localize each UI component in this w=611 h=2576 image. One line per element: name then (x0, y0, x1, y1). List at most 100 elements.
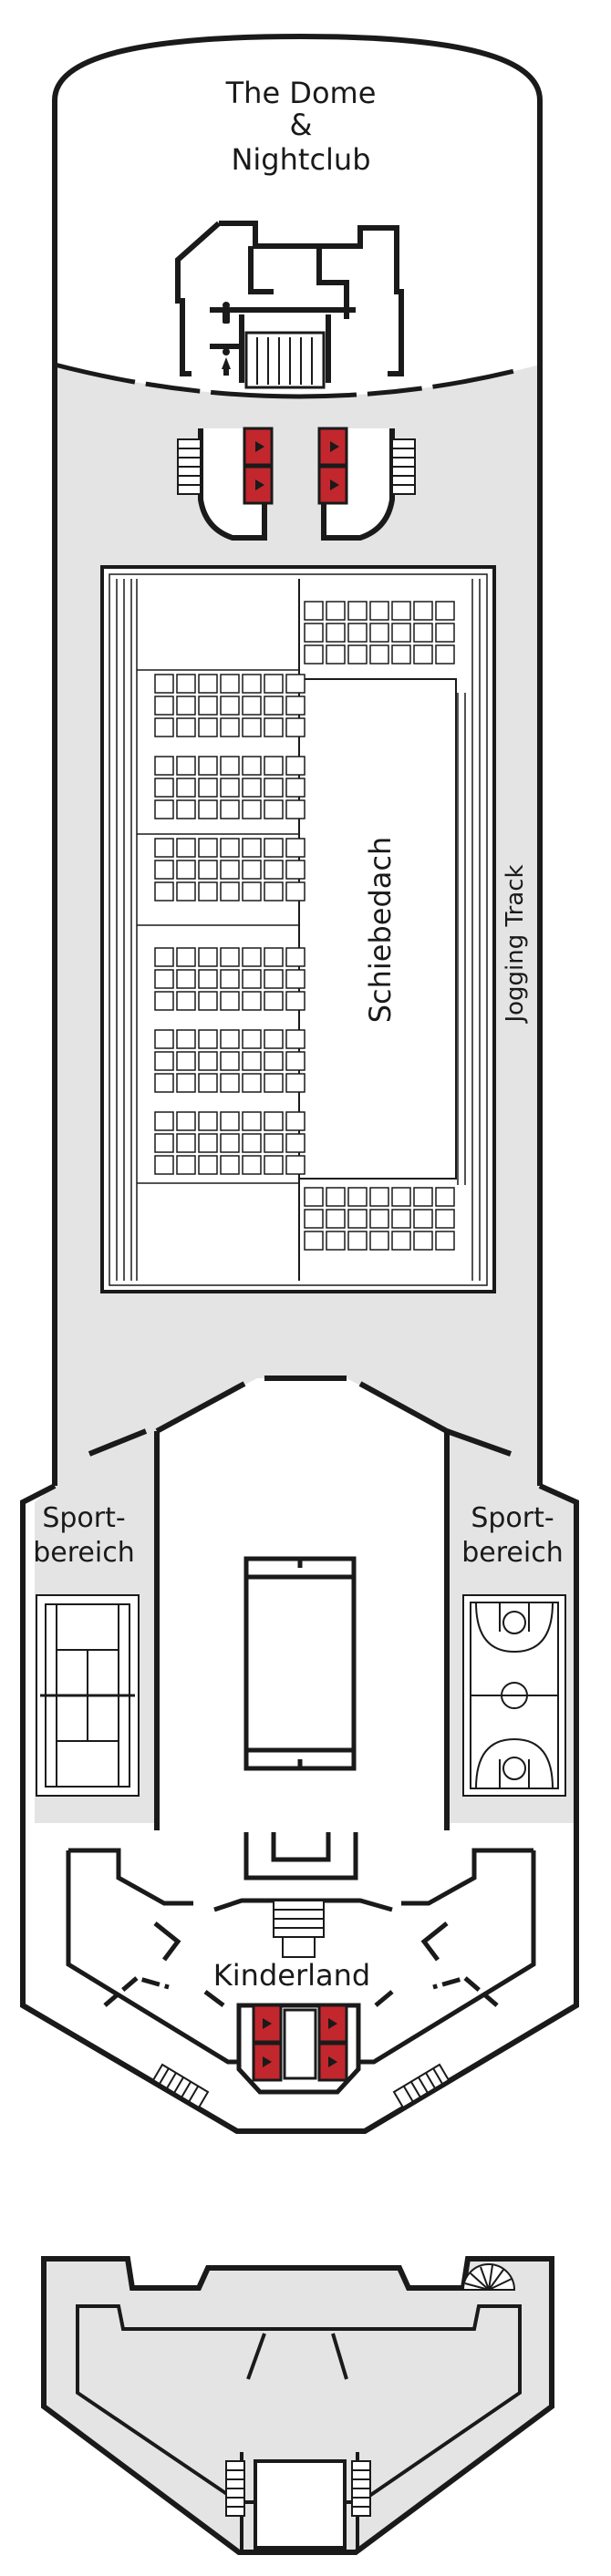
sunlounger (176, 696, 196, 716)
sunlounger (264, 1051, 284, 1071)
sunlounger (220, 947, 240, 967)
sunlounger (347, 1209, 368, 1229)
sliding-roof-label: Schiebedach (363, 837, 398, 1024)
sunlounger (326, 1231, 346, 1251)
sunlounger (326, 1187, 346, 1207)
sunlounger (285, 881, 306, 902)
sport-right-label-line2: bereich (461, 1537, 563, 1569)
sunlounger (242, 991, 262, 1011)
sunlounger (242, 1111, 262, 1131)
sunlounger (264, 717, 284, 737)
sunlounger (369, 601, 389, 621)
dome-boundary (54, 362, 541, 399)
sunlounger (220, 860, 240, 880)
sunlounger (154, 674, 174, 694)
sunlounger (176, 1155, 196, 1175)
sunlounger (176, 881, 196, 902)
kinderland-fill (23, 1830, 576, 2131)
sunlounger (264, 1111, 284, 1131)
stairs-icon (177, 438, 416, 495)
sunlounger (242, 838, 262, 858)
sport-left-label-line1: Sport- (42, 1502, 125, 1534)
sunlounger (285, 1051, 306, 1071)
sunlounger (285, 778, 306, 798)
dome-area (55, 36, 540, 397)
sunlounger (285, 1073, 306, 1093)
sunlounger (285, 969, 306, 989)
sunlounger (391, 1231, 411, 1251)
sunlounger (285, 1133, 306, 1153)
sunlounger (435, 601, 455, 621)
sunlounger (435, 1187, 455, 1207)
sunlounger (285, 674, 306, 694)
sunlounger (198, 756, 218, 776)
sunlounger (220, 881, 240, 902)
sunlounger (264, 969, 284, 989)
sunlounger (264, 1133, 284, 1153)
sunlounger (220, 1111, 240, 1131)
sunlounger (176, 799, 196, 819)
sunlounger (285, 756, 306, 776)
sunlounger (176, 838, 196, 858)
sunlounger (220, 717, 240, 737)
sunlounger (242, 799, 262, 819)
sunlounger (304, 601, 324, 621)
sunlounger (326, 1209, 346, 1229)
sunlounger (413, 644, 433, 665)
sunlounger (198, 1051, 218, 1071)
sunlounger (264, 756, 284, 776)
sunlounger (347, 1187, 368, 1207)
sunlounger (369, 644, 389, 665)
sunlounger (242, 1155, 262, 1175)
sunlounger (198, 1029, 218, 1049)
dome-service-block (175, 221, 404, 383)
sunlounger (176, 991, 196, 1011)
sunlounger (285, 717, 306, 737)
sunlounger (198, 1133, 218, 1153)
sunlounger (176, 1029, 196, 1049)
sunlounger (176, 860, 196, 880)
sunlounger (198, 947, 218, 967)
sunlounger (285, 947, 306, 967)
sunlounger (242, 1133, 262, 1153)
sunlounger (198, 778, 218, 798)
sunlounger (154, 1133, 174, 1153)
dome-label-line1: The Dome (225, 76, 377, 110)
sunlounger (176, 1051, 196, 1071)
sunlounger (285, 1111, 306, 1131)
sunlounger (220, 1029, 240, 1049)
sunlounger (242, 674, 262, 694)
sunlounger (220, 969, 240, 989)
sunlounger (198, 674, 218, 694)
sunlounger (304, 1209, 324, 1229)
stern-stairs (225, 2460, 371, 2517)
sunlounger (304, 1187, 324, 1207)
sunlounger (264, 799, 284, 819)
hull-outline (52, 33, 543, 1486)
sunlounger (264, 1029, 284, 1049)
sunlounger (264, 696, 284, 716)
spiral-staircase-icon (461, 2263, 516, 2291)
sunlounger (391, 623, 411, 643)
sunlounger (347, 623, 368, 643)
sunlounger (242, 1051, 262, 1071)
sport-left-label-line2: bereich (33, 1537, 134, 1569)
sunlounger (264, 1155, 284, 1175)
sunlounger (435, 623, 455, 643)
sunlounger (176, 1111, 196, 1131)
sunlounger (220, 799, 240, 819)
sunlounger (176, 947, 196, 967)
sunlounger (154, 947, 174, 967)
kinderland-stairs (273, 1900, 325, 1958)
sunlounger (220, 778, 240, 798)
sunlounger (154, 696, 174, 716)
stern-inner-wall (76, 2304, 522, 2504)
sunlounger (154, 778, 174, 798)
sunlounger (435, 1209, 455, 1229)
sunlounger (154, 756, 174, 776)
sunlounger (242, 756, 262, 776)
sunlounger (285, 838, 306, 858)
sunlounger (198, 696, 218, 716)
sunlounger (264, 838, 284, 858)
sunlounger (435, 644, 455, 665)
